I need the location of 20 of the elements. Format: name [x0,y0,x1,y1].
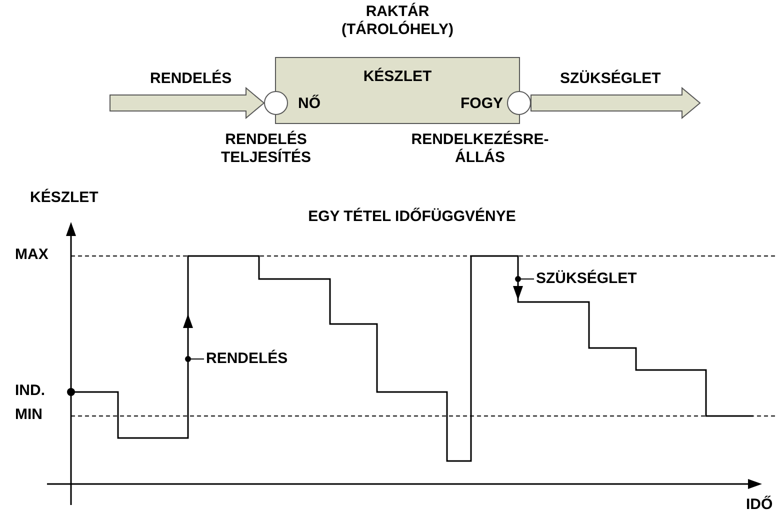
leader-line [515,276,534,282]
callout-label: RENDELÉS [206,350,288,368]
axis-label: MIN [15,406,42,424]
axis-title: KÉSZLET [30,189,98,207]
outflow-label: FOGY [460,95,503,113]
chart-title: EGY TÉTEL IDŐFÜGGVÉNYE [308,208,516,226]
block-arrow [530,86,701,120]
leader-line [185,356,204,362]
callout-label: SZÜKSÉGLET [536,270,637,288]
axis-title: IDŐ [746,496,773,514]
node-label: RENDELÉS TELJESÍTÉS [220,131,312,167]
edge-label: SZÜKSÉGLET [560,70,661,88]
inflow-label: NŐ [298,95,320,113]
block-arrow [110,86,265,120]
heading: RAKTÁR (TÁROLÓHELY) [340,3,454,39]
node-label: RENDELKEZÉSRE- ÁLLÁS [410,131,550,167]
box-title: KÉSZLET [362,68,433,86]
axis-label: IND. [15,382,45,400]
edge-label: RENDELÉS [150,70,232,88]
axis-label: MAX [15,246,48,264]
